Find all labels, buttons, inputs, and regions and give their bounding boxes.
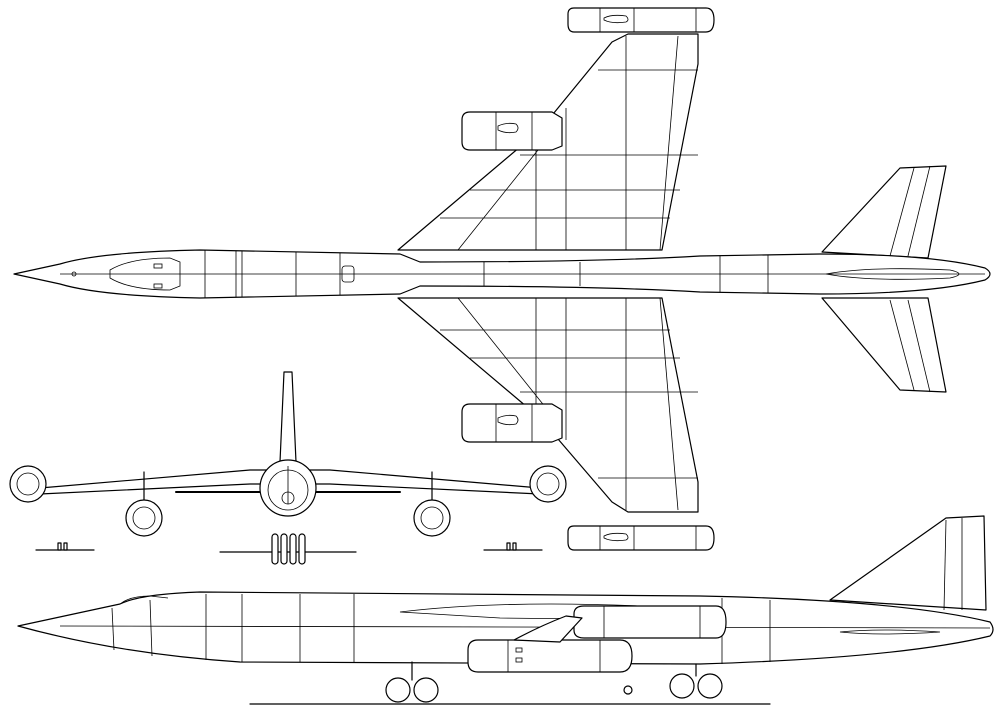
top-view-engines — [461, 7, 715, 551]
side-view — [17, 515, 994, 705]
front-view — [9, 371, 567, 565]
top-view-tailplane — [821, 165, 947, 393]
top-view-fuselage — [13, 249, 991, 299]
top-view — [13, 7, 991, 551]
